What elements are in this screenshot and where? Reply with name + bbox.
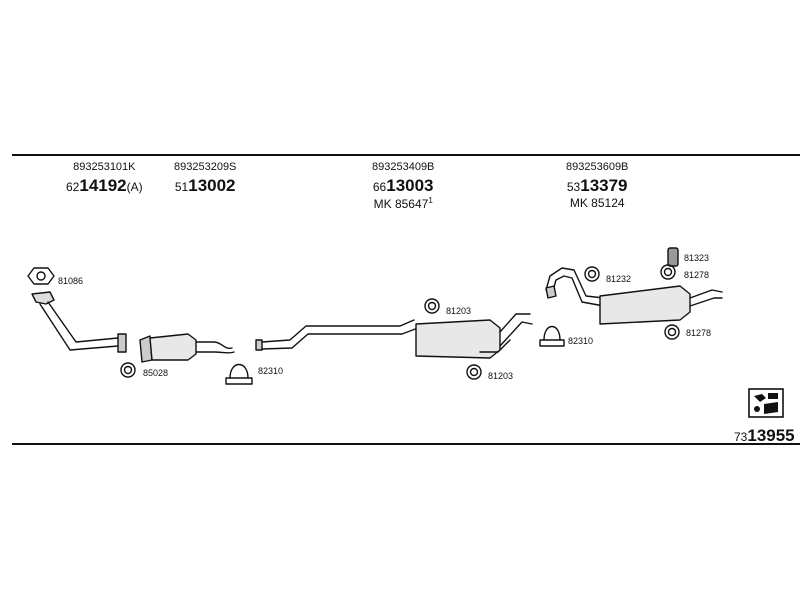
oem-code: 893253101K	[73, 161, 136, 173]
label-81086: 81086	[58, 276, 84, 286]
bottom-divider	[12, 443, 800, 445]
front-pipe	[31, 291, 127, 353]
clamp-82310-left	[225, 363, 253, 385]
mounting-kit-label: MK 85124	[569, 196, 625, 210]
ring-81203-top	[424, 298, 440, 314]
label-85028: 85028	[143, 368, 169, 378]
hanger-81323	[667, 247, 679, 267]
label-81203-top: 81203	[446, 306, 472, 316]
ring-81278-bottom	[664, 324, 680, 340]
middle-silencer	[415, 313, 533, 359]
mounting-kit-label: MK 856471	[373, 196, 433, 211]
label-81323: 81323	[684, 253, 710, 263]
intermediate-pipe	[255, 319, 419, 351]
header-group-rear-silencer: 893253609B 5313379 MK 85124	[566, 161, 629, 210]
clamp-82310-right	[539, 325, 565, 347]
label-81203-bottom: 81203	[488, 371, 514, 381]
ring-85028	[120, 362, 136, 378]
oem-code: 893253209S	[174, 161, 237, 173]
diagram-reference-number: 7313955	[734, 426, 795, 445]
label-81232: 81232	[606, 274, 632, 284]
rear-silencer	[545, 267, 723, 325]
manual-info-icon	[748, 388, 784, 418]
ring-81232	[584, 266, 600, 282]
ring-81278-top	[660, 264, 676, 280]
header-group-catalyst: 893253209S 5113002	[174, 161, 237, 195]
label-82310-right: 82310	[568, 336, 594, 346]
header-group-front-pipe: 893253101K 6214192(A)	[66, 161, 143, 195]
label-81278-bottom: 81278	[686, 328, 712, 338]
gasket-81086	[27, 267, 55, 285]
part-number: 6613003	[372, 176, 434, 195]
oem-code: 893253409B	[372, 161, 435, 173]
label-82310-left: 82310	[258, 366, 284, 376]
part-number: 5313379	[566, 176, 628, 195]
top-divider	[12, 154, 800, 156]
part-number: 5113002	[174, 176, 236, 195]
catalytic-converter	[139, 333, 235, 363]
part-number: 6214192(A)	[66, 176, 143, 195]
header-group-middle-silencer: 893253409B 6613003 MK 856471	[372, 161, 435, 211]
ring-81203-bottom	[466, 364, 482, 380]
oem-code: 893253609B	[566, 161, 629, 173]
label-81278-top: 81278	[684, 270, 710, 280]
